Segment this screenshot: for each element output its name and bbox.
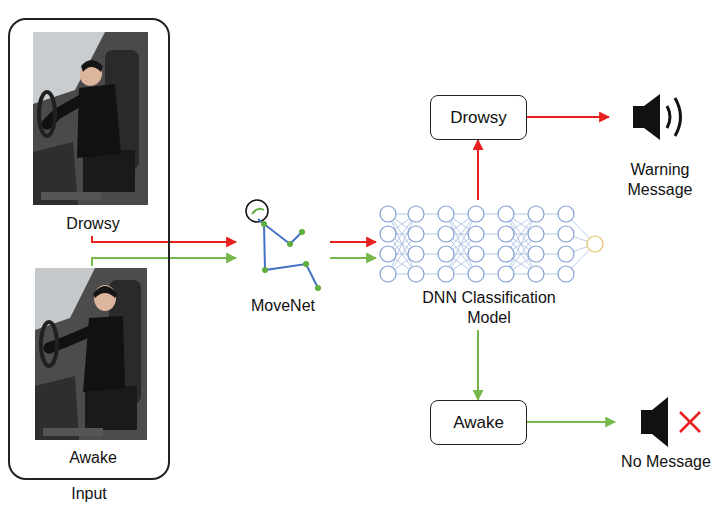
network-neuron	[528, 226, 544, 242]
node-label: Awake	[69, 448, 117, 468]
network-neuron	[380, 266, 396, 282]
network-neuron	[468, 246, 484, 262]
drowsy-photo	[33, 32, 148, 205]
node-label: Warning Message	[615, 160, 705, 200]
network-neuron	[558, 226, 574, 242]
network-neuron	[498, 266, 514, 282]
mute-icon	[641, 397, 700, 447]
photo-frame: Awake	[32, 266, 154, 470]
flow-arrow	[92, 236, 236, 242]
neural-network	[380, 206, 603, 282]
network-neuron	[558, 246, 574, 262]
node-label: No Message	[621, 452, 711, 472]
photo-frame: Drowsy	[32, 32, 154, 236]
silent-output: No Message	[615, 392, 717, 474]
input-panel: InputDrowsyAwake	[8, 18, 170, 480]
network-link	[446, 214, 476, 274]
network-neuron	[468, 266, 484, 282]
node-label: DNN Classification Model	[407, 288, 572, 328]
network-neuron	[498, 226, 514, 242]
flow-arrow	[477, 140, 479, 200]
network-neuron	[408, 246, 424, 262]
network-neuron	[498, 206, 514, 222]
flow-arrow	[527, 421, 615, 423]
result-box: Awake	[430, 400, 527, 445]
node-label: Drowsy	[450, 107, 507, 128]
network-link	[506, 214, 536, 274]
network-neuron	[380, 246, 396, 262]
network-neuron	[408, 226, 424, 242]
network-neuron	[438, 266, 454, 282]
network-neuron	[438, 226, 454, 242]
network-neuron	[528, 266, 544, 282]
network-neuron	[528, 206, 544, 222]
network-neuron	[558, 206, 574, 222]
node-label: MoveNet	[251, 296, 315, 316]
flow-arrow	[527, 116, 609, 118]
network-neuron	[528, 246, 544, 262]
network-neuron	[438, 206, 454, 222]
network-link	[388, 214, 416, 274]
network-neuron	[438, 246, 454, 262]
network-neuron	[408, 206, 424, 222]
node-label: Drowsy	[66, 214, 119, 234]
caption-label: Input	[10, 484, 168, 504]
network-neuron	[468, 226, 484, 242]
classifier-model: DNN Classification Model	[376, 200, 602, 330]
warning-output: Warning Message	[609, 90, 711, 202]
pose-model: MoveNet	[236, 196, 330, 318]
network-neuron	[558, 266, 574, 282]
network-link	[446, 214, 476, 274]
node-label: Awake	[453, 412, 504, 433]
network-neuron	[380, 206, 396, 222]
network-neuron	[468, 206, 484, 222]
flow-arrow	[330, 241, 376, 243]
speaker-icon	[633, 94, 681, 140]
flow-arrow	[92, 258, 236, 266]
network-neuron	[587, 236, 603, 252]
network-neuron	[498, 246, 514, 262]
network-neuron	[380, 226, 396, 242]
result-box: Drowsy	[430, 95, 527, 140]
awake-photo	[35, 268, 147, 440]
flow-arrow	[330, 257, 376, 259]
pose-skeleton	[246, 200, 321, 291]
flow-arrow	[477, 330, 479, 400]
network-neuron	[408, 266, 424, 282]
network-link	[506, 214, 536, 274]
network-link	[388, 214, 416, 274]
